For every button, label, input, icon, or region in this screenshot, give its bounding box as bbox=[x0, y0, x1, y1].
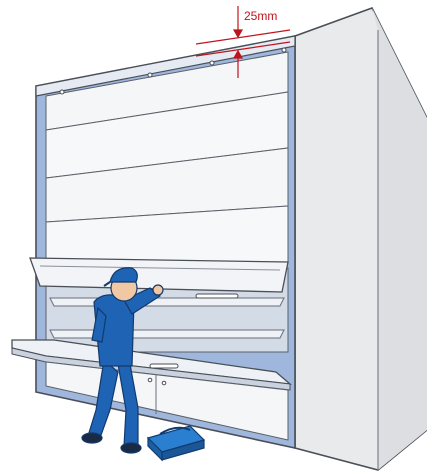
cabinet-side-shading bbox=[372, 8, 427, 470]
inner-shelf-upper bbox=[49, 297, 285, 307]
technician-figure bbox=[81, 267, 164, 454]
top-screws bbox=[59, 47, 287, 95]
dimension-arrow-icon bbox=[232, 49, 244, 59]
lower-screws bbox=[147, 377, 167, 386]
lower-panel-handle bbox=[149, 363, 179, 369]
clearance-dimension bbox=[195, 6, 291, 78]
upper-tray-handle bbox=[195, 293, 239, 299]
toolbox-icon bbox=[146, 425, 206, 462]
dimension-arrow-icon bbox=[232, 29, 244, 39]
work-shelf-front bbox=[11, 347, 291, 391]
clearance-label: 25mm bbox=[244, 9, 277, 23]
inner-shelf-lower bbox=[49, 329, 285, 339]
